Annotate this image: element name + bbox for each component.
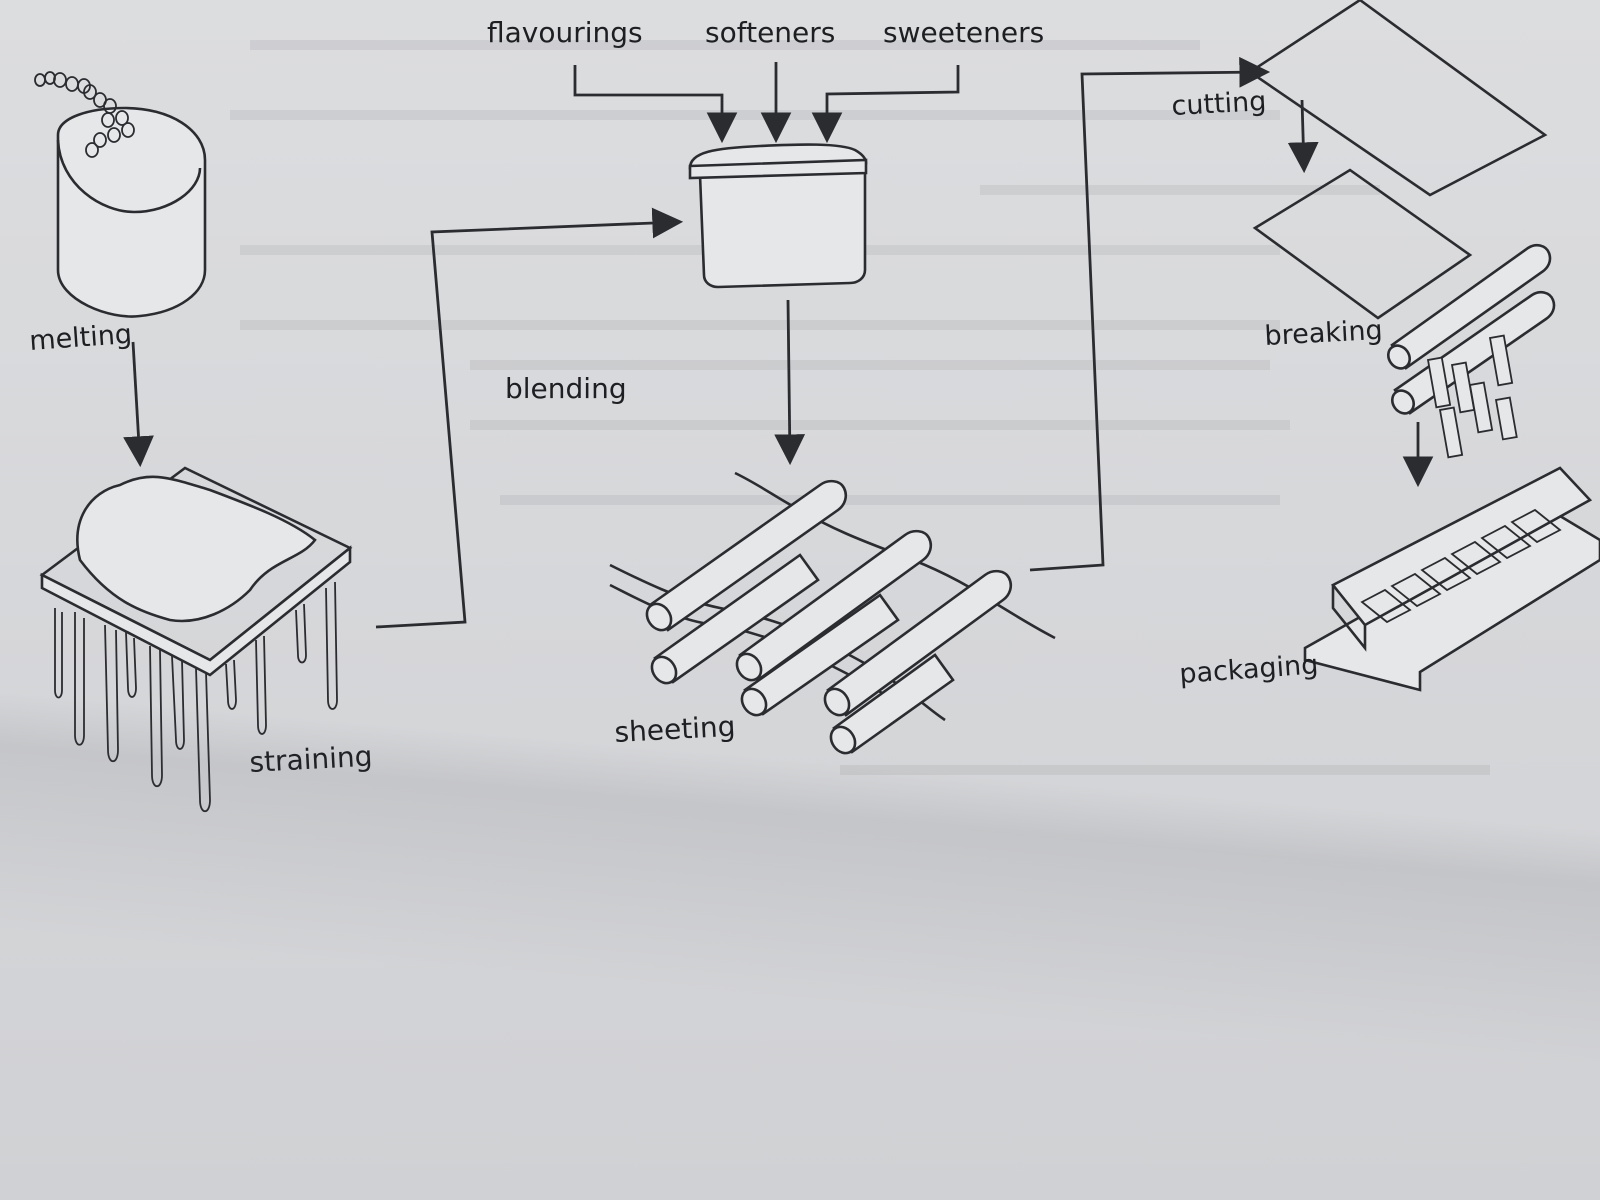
drips — [54, 581, 338, 813]
input-label-sweeteners: sweeteners — [883, 16, 1044, 49]
arrow-blending-to-sheeting — [774, 299, 806, 466]
step-label-melting: melting — [28, 319, 133, 357]
arrow-melting-to-straining — [123, 341, 154, 468]
roller — [829, 653, 955, 755]
blending-mixer-illustration — [688, 143, 868, 289]
broken-pieces — [1426, 334, 1518, 459]
step-label-straining: straining — [249, 740, 374, 779]
packaging-tray-illustration — [1303, 466, 1600, 692]
roller — [1387, 243, 1552, 370]
step-label-breaking: breaking — [1264, 315, 1384, 352]
roller — [645, 479, 848, 632]
arrow-sheeting-to-cutting — [1029, 56, 1271, 572]
arrow-sweeteners-to-mixer — [811, 65, 960, 144]
roller — [823, 569, 1013, 717]
step-label-cutting: cutting — [1171, 86, 1267, 122]
input-label-flavourings: flavourings — [487, 16, 643, 49]
arrow-straining-to-blending — [375, 207, 684, 629]
sheeting-rollers-illustration — [609, 471, 1056, 755]
melting-vat-illustration — [34, 71, 207, 318]
roller — [650, 553, 820, 685]
breaking-illustration — [1252, 168, 1556, 459]
cutting-grid-illustration — [1247, 0, 1548, 197]
input-label-softeners: softeners — [705, 16, 835, 49]
chocolate-pieces — [34, 71, 135, 158]
roller — [735, 529, 933, 682]
step-label-blending: blending — [505, 372, 627, 405]
roller — [740, 593, 900, 717]
step-label-sheeting: sheeting — [614, 710, 737, 749]
arrow-cutting-to-breaking — [1287, 99, 1319, 174]
arrow-flavourings-to-mixer — [573, 65, 738, 144]
packaged-bars — [1360, 508, 1562, 624]
step-label-packaging: packaging — [1178, 649, 1319, 690]
straining-sieve-illustration — [39, 466, 353, 813]
